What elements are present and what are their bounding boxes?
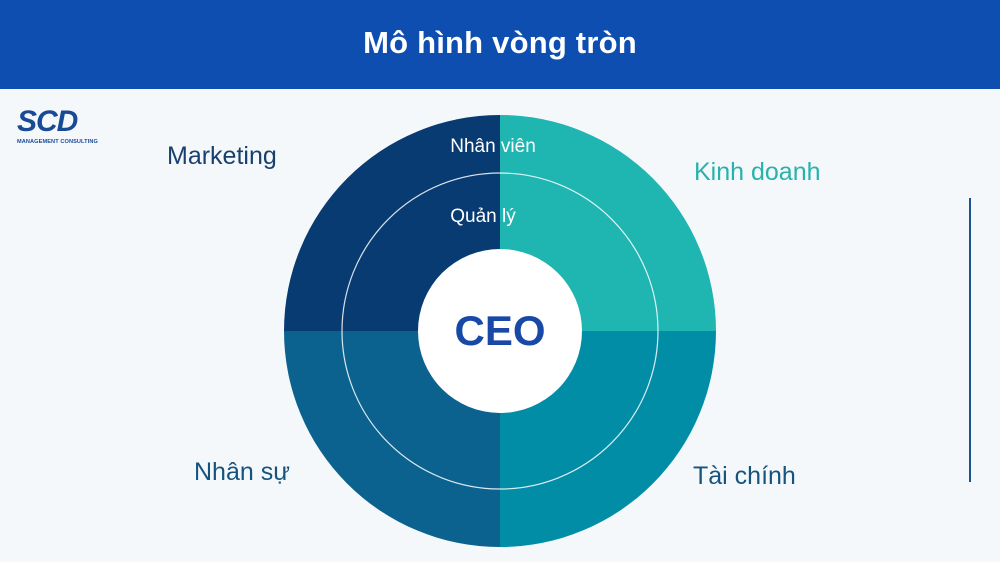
label-tai-chinh: Tài chính [693,462,796,490]
label-kinh-doanh: Kinh doanh [694,158,821,186]
page-title: Mô hình vòng tròn [363,24,637,60]
label-nhan-su: Nhân sự [194,458,290,486]
company-logo: SCD MANAGEMENT CONSULTING [17,105,107,148]
center-circle [418,249,582,413]
ring-label-nhan-vien: Nhân viên [450,136,536,157]
ring-label-quan-ly: Quản lý [450,206,516,227]
vertical-divider [969,198,971,482]
header-bar: Mô hình vòng tròn [0,0,1000,89]
center-label-ceo: CEO [454,307,545,354]
logo-subtitle: MANAGEMENT CONSULTING [17,139,98,145]
logo-mark: SCD [17,105,78,138]
inner-ring-outline [341,172,659,490]
label-marketing: Marketing [167,142,277,170]
